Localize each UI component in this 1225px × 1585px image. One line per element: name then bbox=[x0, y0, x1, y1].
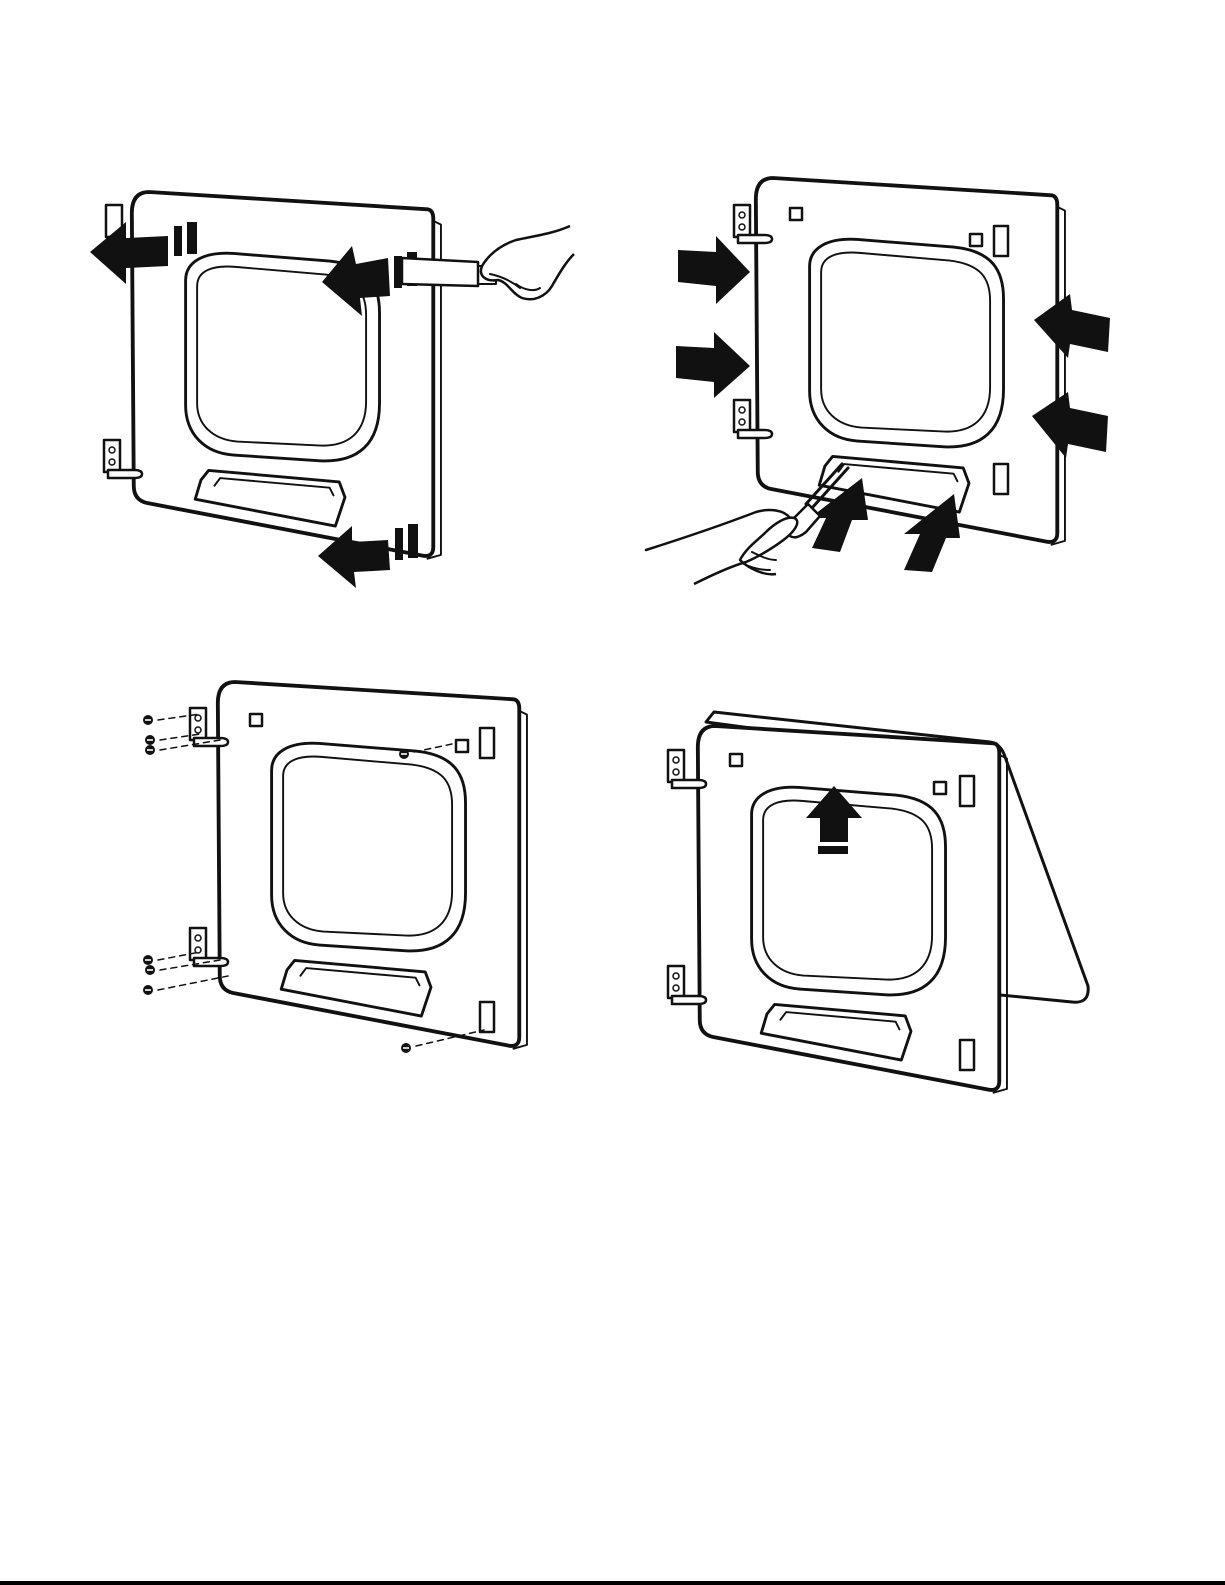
screw-icon bbox=[143, 976, 228, 995]
latch-icon bbox=[730, 754, 742, 766]
step-1-panel bbox=[90, 192, 574, 588]
latch-icon bbox=[456, 740, 468, 752]
arrow-right-icon bbox=[676, 332, 750, 398]
latch-icon bbox=[970, 234, 982, 246]
latch-icon bbox=[250, 714, 262, 726]
step-4-panel bbox=[668, 712, 1088, 1093]
hand-icon bbox=[646, 510, 797, 584]
latch-icon bbox=[934, 782, 946, 794]
step-2-panel bbox=[646, 178, 1110, 584]
arrow-right-icon bbox=[678, 236, 750, 304]
screw-icon bbox=[145, 960, 220, 975]
hand-icon bbox=[481, 226, 574, 299]
step-3-panel bbox=[143, 682, 527, 1053]
latch-icon bbox=[790, 208, 802, 220]
page-bottom-rule bbox=[0, 1581, 1225, 1585]
screw-icon bbox=[145, 740, 220, 755]
